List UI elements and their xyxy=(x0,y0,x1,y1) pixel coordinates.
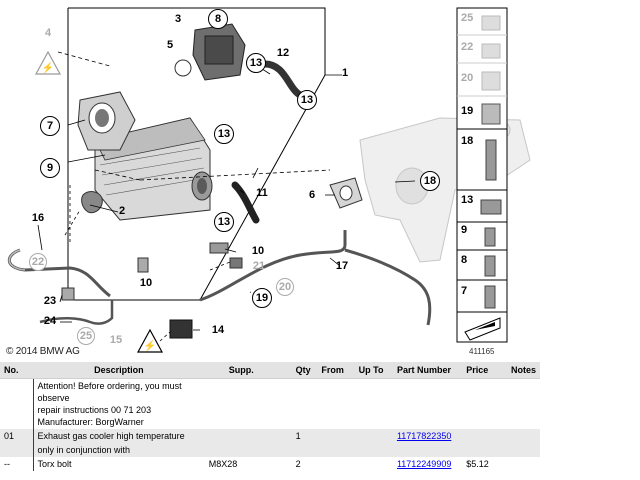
callout-6: 6 xyxy=(308,189,316,201)
note-line: observe xyxy=(37,393,70,403)
col-description: Description xyxy=(33,362,205,379)
callout-3: 3 xyxy=(174,13,182,25)
exploded-view-drawing: ⚡ ⚡ xyxy=(7,7,531,353)
col-notes: Notes xyxy=(506,362,540,379)
note-line: Attention! Before ordering, you must xyxy=(37,381,182,391)
side-legend-label-20: 20 xyxy=(461,72,474,84)
warning-triangle-icon: ⚡ ⚡ xyxy=(34,50,164,353)
note-line: Manufacturer: BorgWarner xyxy=(37,417,144,427)
callout-17: 17 xyxy=(335,260,349,272)
row-description: only in conjunction with xyxy=(32,443,205,457)
row-qty: 2 xyxy=(291,457,318,471)
parts-diagram: ⚡ ⚡ xyxy=(6,7,531,357)
callout-18: 18 xyxy=(420,171,440,191)
side-legend xyxy=(456,7,508,343)
callout-10: 10 xyxy=(139,277,153,289)
table-row: -- Torx bolt M8X28 2 11712249909 $5.12 xyxy=(0,457,540,471)
part-number-link[interactable]: 11717822350 xyxy=(396,431,452,441)
callout-13: 13 xyxy=(214,124,234,144)
callout-5: 5 xyxy=(166,39,174,51)
callout-2: 2 xyxy=(118,205,126,217)
callout-4: 4 xyxy=(44,27,52,39)
callout-8: 8 xyxy=(208,9,228,29)
col-no: No. xyxy=(0,362,33,379)
row-no: 01 xyxy=(0,429,33,443)
callout-19: 19 xyxy=(252,288,272,308)
callout-15: 15 xyxy=(109,334,123,346)
callout-22: 22 xyxy=(29,253,47,271)
callout-13: 13 xyxy=(214,212,234,232)
col-supp: Supp. xyxy=(204,362,292,379)
row-no xyxy=(0,443,33,457)
row-no: -- xyxy=(0,457,33,471)
row-qty: 1 xyxy=(291,429,318,443)
col-upto: Up To xyxy=(354,362,393,379)
row-description: Torx bolt xyxy=(32,457,205,471)
callout-25: 25 xyxy=(77,327,95,345)
table-header-row: No. Description Supp. Qty From Up To Par… xyxy=(0,362,540,379)
col-from: From xyxy=(317,362,355,379)
callout-20: 20 xyxy=(276,278,294,296)
diagram-id: 411165 xyxy=(469,347,495,356)
egr-valve xyxy=(77,91,136,151)
parts-table: No. Description Supp. Qty From Up To Par… xyxy=(0,362,540,471)
col-qty: Qty xyxy=(291,362,318,379)
side-legend-label-13: 13 xyxy=(461,194,474,206)
callout-9: 9 xyxy=(40,158,60,178)
side-legend-label-19: 19 xyxy=(461,105,474,117)
side-legend-label-8: 8 xyxy=(461,254,468,266)
table-row-note: Attention! Before ordering, you must obs… xyxy=(0,378,540,429)
actuator xyxy=(174,23,246,81)
table-row: only in conjunction with xyxy=(0,443,540,457)
copyright-text: © 2014 BMW AG xyxy=(6,346,80,357)
callout-11: 11 xyxy=(256,187,268,199)
part-number-link[interactable]: 11712249909 xyxy=(396,459,452,469)
note-line: repair instructions 00 71 203 xyxy=(37,405,152,415)
row-price xyxy=(462,429,507,443)
col-part-number: Part Number xyxy=(392,362,463,379)
side-legend-label-22: 22 xyxy=(461,41,474,53)
callout-21: 21 xyxy=(252,260,266,272)
callout-1: 1 xyxy=(341,67,349,79)
callout-12: 12 xyxy=(276,47,290,59)
row-supp: M8X28 xyxy=(204,457,292,471)
callout-14: 14 xyxy=(211,324,225,336)
row-supp xyxy=(204,429,292,443)
svg-text:⚡: ⚡ xyxy=(42,61,54,74)
side-legend-label-18: 18 xyxy=(461,135,474,147)
callout-13: 13 xyxy=(246,53,266,73)
svg-text:⚡: ⚡ xyxy=(144,339,156,352)
row-description: Exhaust gas cooler high temperature xyxy=(32,429,205,443)
col-price: Price xyxy=(462,362,507,379)
cooler-body xyxy=(94,117,213,221)
callout-13: 13 xyxy=(297,90,317,110)
side-legend-label-25: 25 xyxy=(461,12,474,24)
attention-note: Attention! Before ordering, you must obs… xyxy=(32,378,205,429)
callout-23: 23 xyxy=(43,295,57,307)
callout-10: 10 xyxy=(251,245,265,257)
side-legend-label-9: 9 xyxy=(461,224,468,236)
row-price: $5.12 xyxy=(462,457,507,471)
table-row: 01 Exhaust gas cooler high temperature 1… xyxy=(0,429,540,443)
callout-16: 16 xyxy=(31,212,45,224)
side-legend-label-7: 7 xyxy=(461,285,468,297)
callout-24: 24 xyxy=(43,315,57,327)
callout-7: 7 xyxy=(40,116,60,136)
